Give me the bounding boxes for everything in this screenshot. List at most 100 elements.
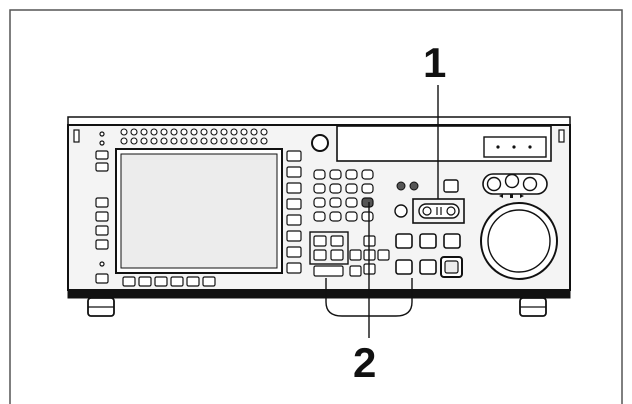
callout-leaders bbox=[325, 85, 439, 338]
key[interactable] bbox=[329, 183, 342, 194]
transport-button[interactable] bbox=[395, 259, 413, 275]
control-knob[interactable] bbox=[311, 134, 329, 152]
counter-dot bbox=[496, 145, 500, 149]
led-dot bbox=[230, 137, 238, 145]
wide-key[interactable] bbox=[313, 265, 344, 277]
key[interactable] bbox=[329, 169, 342, 180]
key[interactable] bbox=[329, 211, 342, 222]
jog-mode-button[interactable] bbox=[486, 176, 502, 192]
screen-side-keys bbox=[286, 150, 302, 274]
key[interactable] bbox=[361, 169, 374, 180]
key[interactable] bbox=[361, 197, 374, 208]
key[interactable] bbox=[377, 249, 390, 261]
softkey[interactable] bbox=[186, 276, 200, 287]
side-button[interactable] bbox=[95, 225, 109, 236]
key-group-highlight-frame bbox=[309, 231, 349, 265]
forward-arrow-icon bbox=[520, 194, 524, 198]
side-key[interactable] bbox=[286, 246, 302, 258]
key[interactable] bbox=[361, 183, 374, 194]
key[interactable] bbox=[313, 249, 327, 261]
stop-marker-icon bbox=[510, 194, 513, 198]
slide-switch-knob bbox=[446, 206, 456, 216]
softkey[interactable] bbox=[170, 276, 184, 287]
led-dot bbox=[150, 137, 158, 145]
transport-button[interactable] bbox=[395, 233, 413, 249]
numeric-keypad bbox=[313, 169, 374, 222]
key[interactable] bbox=[313, 235, 327, 247]
side-button[interactable] bbox=[95, 150, 109, 160]
button[interactable] bbox=[443, 179, 459, 193]
led-dot bbox=[160, 137, 168, 145]
key[interactable] bbox=[361, 211, 374, 222]
device-top-ledge bbox=[67, 116, 571, 126]
right-rack-ear-slot bbox=[558, 129, 565, 143]
led-dot bbox=[180, 137, 188, 145]
key[interactable] bbox=[345, 169, 358, 180]
indicator-lamp bbox=[396, 181, 406, 191]
screen-glass bbox=[120, 153, 278, 269]
led-dot bbox=[240, 128, 248, 136]
led-dot bbox=[240, 137, 248, 145]
key[interactable] bbox=[349, 249, 362, 261]
key[interactable] bbox=[313, 197, 326, 208]
side-key[interactable] bbox=[286, 214, 302, 226]
key[interactable] bbox=[313, 211, 326, 222]
callout-number-2: 2 bbox=[353, 339, 377, 386]
transport-button[interactable] bbox=[419, 233, 437, 249]
led-dot bbox=[210, 128, 218, 136]
upper-display-window bbox=[336, 125, 552, 162]
key[interactable] bbox=[329, 197, 342, 208]
side-key[interactable] bbox=[286, 150, 302, 162]
led-dot bbox=[170, 137, 178, 145]
side-key[interactable] bbox=[286, 182, 302, 194]
led-dot bbox=[260, 128, 268, 136]
softkey[interactable] bbox=[122, 276, 136, 287]
key[interactable] bbox=[313, 183, 326, 194]
left-rack-ear-slot bbox=[73, 129, 80, 143]
key[interactable] bbox=[330, 249, 344, 261]
side-key[interactable] bbox=[286, 198, 302, 210]
led-dot bbox=[170, 128, 178, 136]
led-dot bbox=[120, 128, 128, 136]
side-key[interactable] bbox=[286, 262, 302, 274]
side-button[interactable] bbox=[95, 162, 109, 172]
softkey[interactable] bbox=[202, 276, 216, 287]
softkey[interactable] bbox=[138, 276, 152, 287]
led-dot bbox=[130, 137, 138, 145]
side-button[interactable] bbox=[95, 211, 109, 222]
key[interactable] bbox=[330, 235, 344, 247]
key[interactable] bbox=[345, 211, 358, 222]
transport-button[interactable] bbox=[443, 233, 461, 249]
led-dot bbox=[200, 128, 208, 136]
outer-border bbox=[9, 9, 623, 404]
side-key[interactable] bbox=[286, 166, 302, 178]
led-dot bbox=[220, 137, 228, 145]
counter-dot bbox=[528, 145, 532, 149]
indicator-led bbox=[99, 140, 105, 146]
led-dot bbox=[120, 137, 128, 145]
key[interactable] bbox=[345, 183, 358, 194]
top-led-row bbox=[120, 128, 268, 145]
softkey[interactable] bbox=[154, 276, 168, 287]
jog-mode-button[interactable] bbox=[522, 176, 538, 192]
jog-dial-inner bbox=[487, 209, 551, 273]
key[interactable] bbox=[349, 265, 362, 277]
round-button[interactable] bbox=[394, 204, 408, 218]
key[interactable] bbox=[345, 197, 358, 208]
callout-2-bracket bbox=[325, 278, 413, 317]
key[interactable] bbox=[313, 169, 326, 180]
side-button[interactable] bbox=[95, 273, 109, 284]
transport-button[interactable] bbox=[419, 259, 437, 275]
jog-mode-button[interactable] bbox=[504, 173, 520, 189]
device-bottom-rail bbox=[67, 289, 571, 299]
side-key[interactable] bbox=[286, 230, 302, 242]
side-button[interactable] bbox=[95, 239, 109, 250]
side-button[interactable] bbox=[95, 197, 109, 208]
knob-outer[interactable] bbox=[311, 134, 329, 152]
led-dot bbox=[140, 128, 148, 136]
led-dot bbox=[230, 128, 238, 136]
indicator-led bbox=[99, 261, 105, 267]
led-dot bbox=[220, 128, 228, 136]
led-dot bbox=[130, 128, 138, 136]
